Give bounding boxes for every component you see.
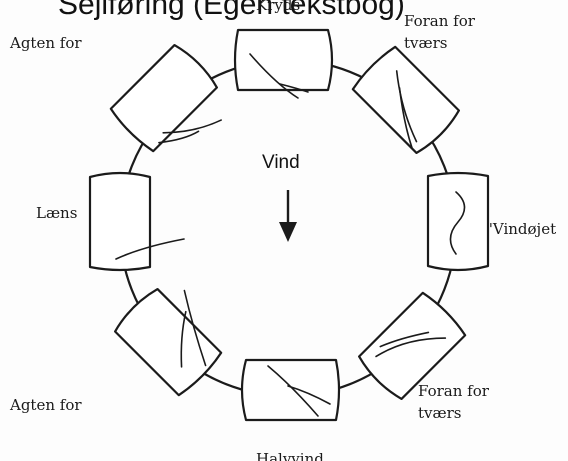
wind-arrow-icon: [279, 190, 297, 242]
label-right: "Vindøjet: [486, 220, 556, 238]
wind-label: Vind: [262, 152, 300, 173]
label-top-right: Foran for: [404, 12, 476, 30]
label-left: Læns: [36, 204, 77, 222]
label-top-left: Agten for: [9, 34, 82, 52]
label-bottom: Halvvind: [256, 450, 324, 461]
header-title: Sejlføring (Egen tekstbog): [58, 0, 405, 21]
label-top-right-2: tværs: [404, 34, 447, 52]
boat-bottom: [242, 360, 339, 420]
label-bottom-right-2: tværs: [418, 404, 461, 422]
boat-left: [90, 173, 184, 270]
boat-bottom-left: [112, 274, 236, 398]
boat-top: [235, 30, 332, 98]
label-bottom-left: Agten for: [9, 396, 82, 414]
boat-top-right: [351, 45, 462, 156]
label-top-hidden: Kryds: [256, 0, 300, 14]
boat-right: [428, 173, 488, 270]
boat-top-left: [109, 42, 238, 171]
label-bottom-right: Foran for: [418, 382, 490, 400]
